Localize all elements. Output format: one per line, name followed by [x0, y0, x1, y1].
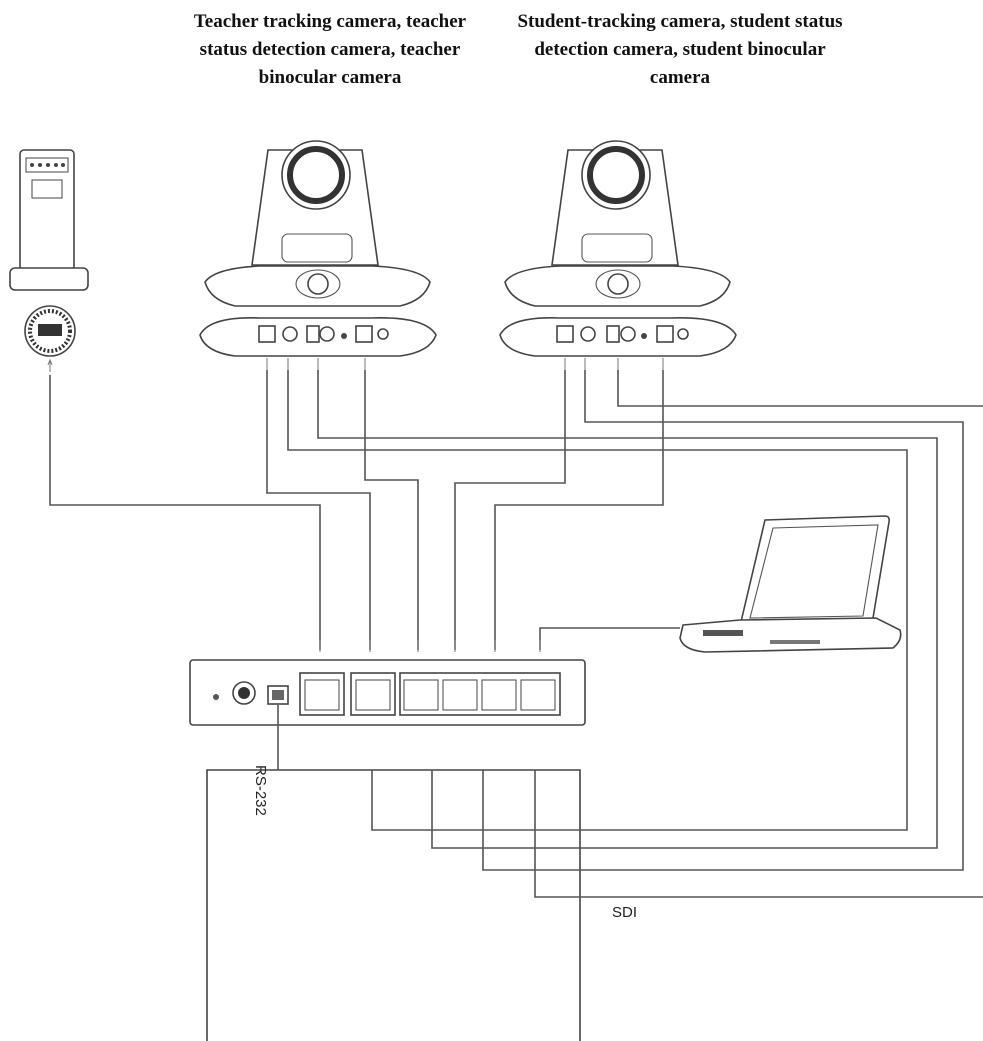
wires	[49, 370, 983, 898]
microphone-device	[24, 305, 76, 357]
student-camera	[499, 140, 737, 357]
network-switch	[189, 659, 586, 726]
rs232-label: RS-232	[252, 765, 269, 816]
control-panel-device	[9, 149, 89, 291]
student-cameras-label: Student-tracking camera, student status …	[517, 11, 843, 88]
teacher-cameras-label: Teacher tracking camera, teacher status …	[193, 11, 467, 88]
port-markers	[47, 358, 664, 652]
laptop	[679, 515, 902, 653]
host-device	[206, 769, 581, 1041]
sdi-label: SDI	[612, 904, 637, 921]
teacher-camera	[199, 140, 437, 357]
